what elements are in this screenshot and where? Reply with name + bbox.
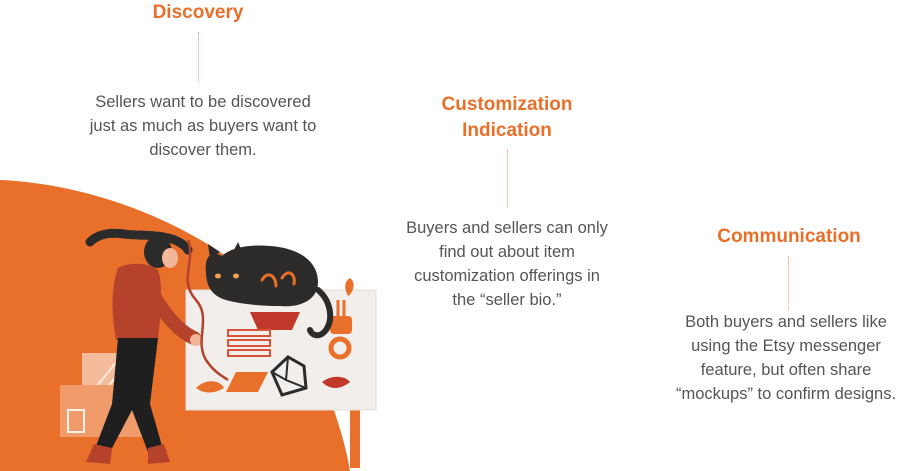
woman-artist-icon xyxy=(85,228,229,464)
body-customization-indication: Buyers and sellers can only find out abo… xyxy=(406,219,608,309)
heading-communication: Communication xyxy=(717,226,861,247)
body-discovery: Sellers want to be discovered just as mu… xyxy=(89,93,317,159)
heading-discovery: Discovery xyxy=(152,2,244,23)
black-cat-icon xyxy=(205,242,334,339)
body-communication: Both buyers and sellers like using the E… xyxy=(675,313,897,403)
easel-board-icon xyxy=(185,278,377,468)
heading-customization-indication: Customization Indication xyxy=(441,94,573,141)
connector-discovery xyxy=(198,32,199,82)
connector-customization xyxy=(507,150,508,208)
connector-communication xyxy=(788,256,789,310)
